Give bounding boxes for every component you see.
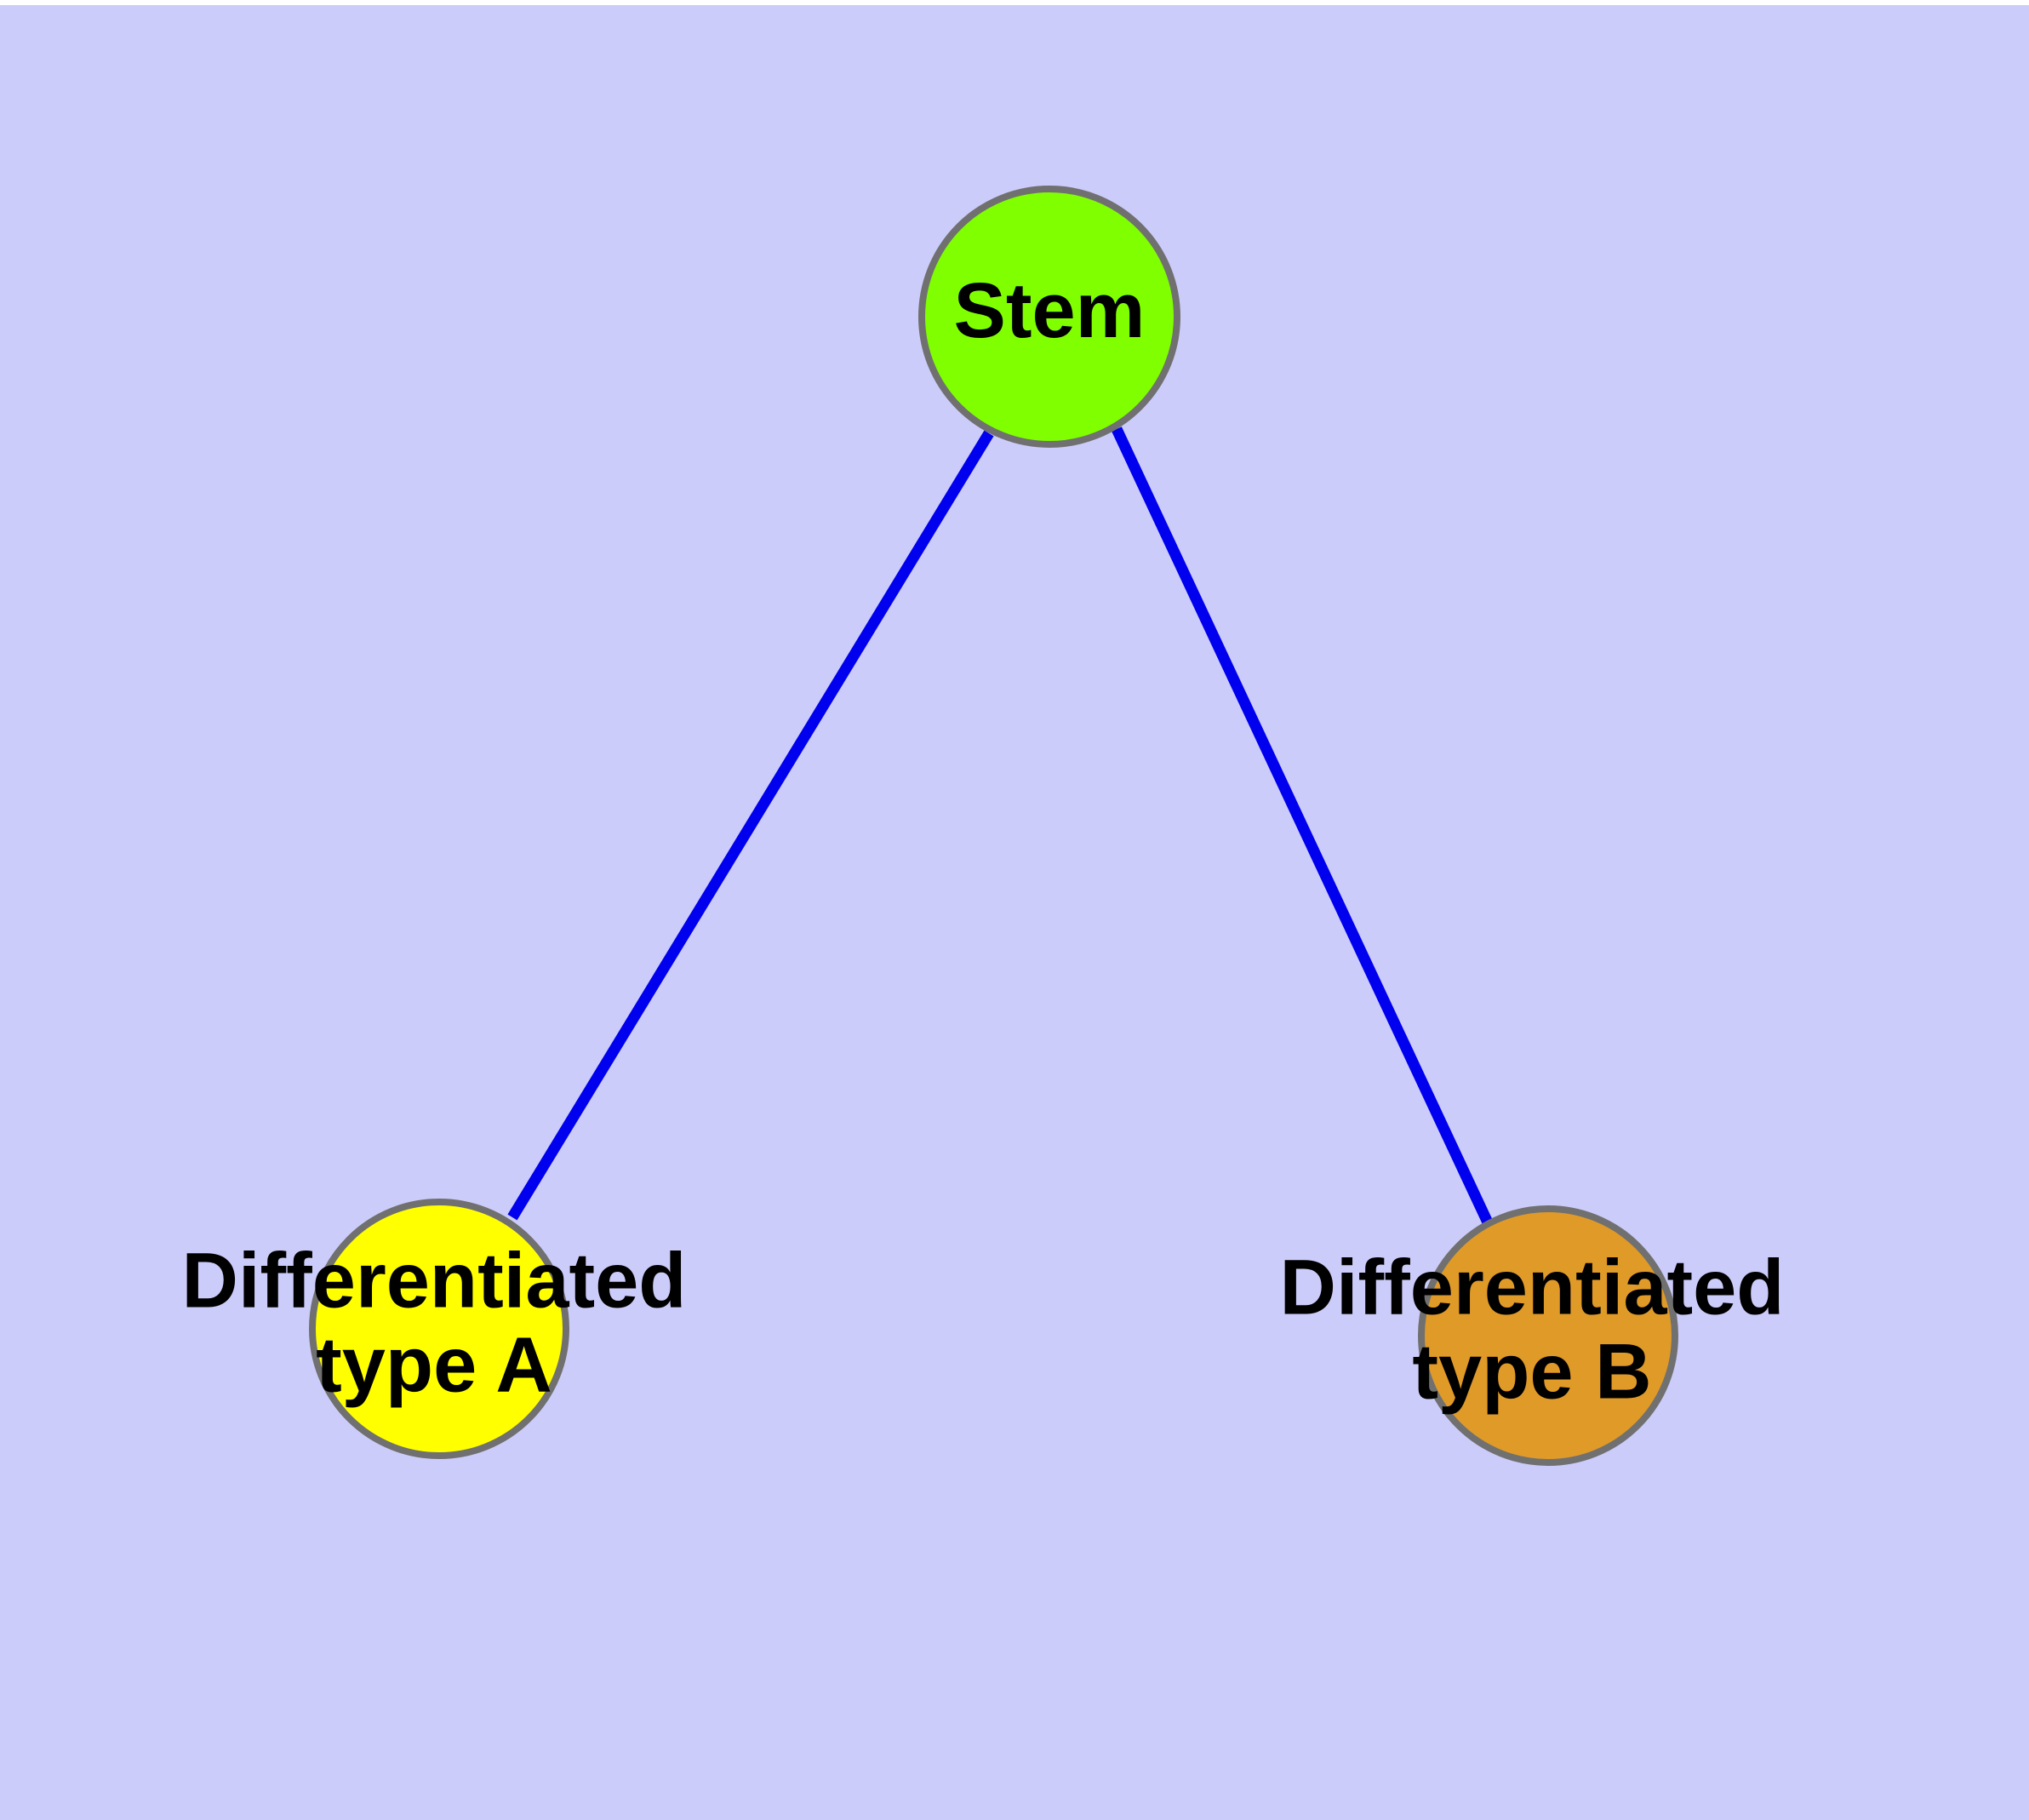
nodes-layer: [309, 186, 1678, 1466]
node-differentiated-type-a[interactable]: [309, 1199, 569, 1459]
edge-stem-to-differentiated-type-a[interactable]: [507, 430, 994, 1221]
node-differentiated-type-b-circle[interactable]: [1418, 1205, 1678, 1466]
node-differentiated-type-a-circle[interactable]: [309, 1199, 569, 1459]
node-stem-label: Stem: [954, 267, 1146, 354]
edge-stem-to-differentiated-type-b[interactable]: [1112, 426, 1493, 1225]
node-differentiated-type-b[interactable]: [1418, 1205, 1678, 1466]
node-stem[interactable]: [918, 186, 1180, 448]
node-stem-circle[interactable]: [918, 186, 1180, 448]
edges-layer: [507, 426, 1493, 1225]
